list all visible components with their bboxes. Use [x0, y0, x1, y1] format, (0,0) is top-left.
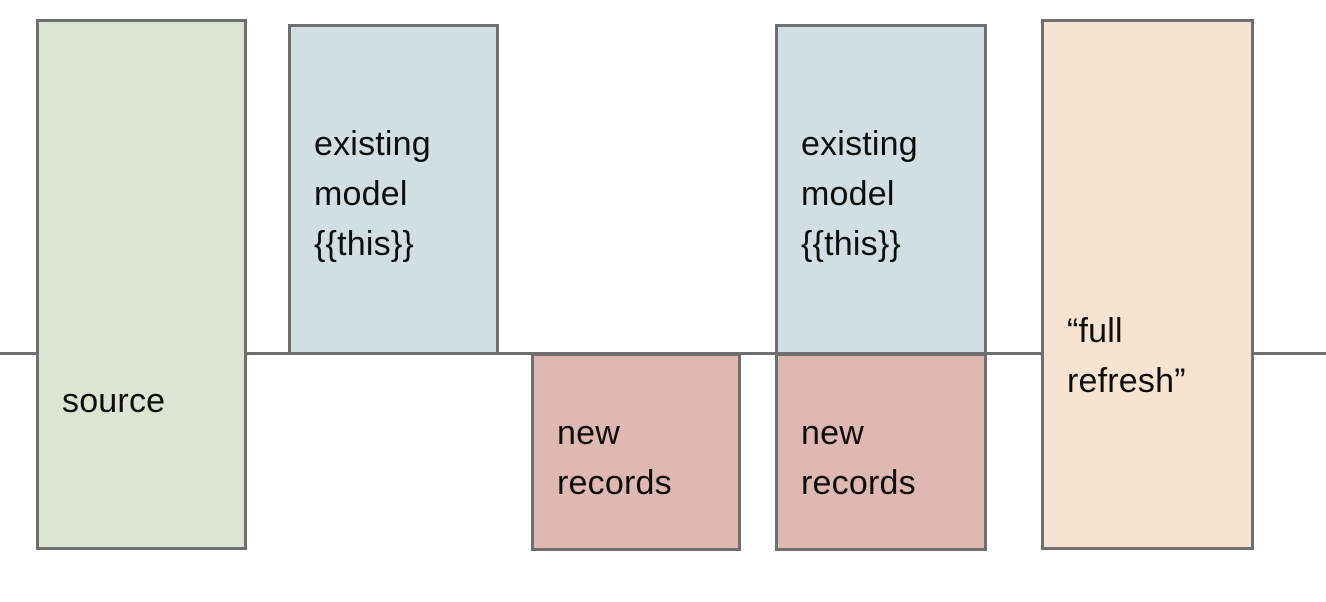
box-existing-model-2-label: existing model {{this}}	[801, 124, 918, 263]
box-new-records-2-label: new records	[801, 414, 916, 502]
box-existing-model-2[interactable]: existing model {{this}}	[775, 24, 987, 355]
box-source-label: source	[62, 381, 166, 420]
box-new-records-1[interactable]: new records	[531, 353, 741, 551]
box-existing-model-1[interactable]: existing model {{this}}	[288, 24, 499, 355]
box-full-refresh[interactable]: “full refresh”	[1041, 19, 1254, 550]
box-full-refresh-label: “full refresh”	[1067, 311, 1186, 400]
box-new-records-1-label: new records	[557, 414, 672, 502]
box-new-records-2[interactable]: new records	[775, 353, 987, 551]
box-existing-model-1-label: existing model {{this}}	[314, 124, 431, 263]
box-source[interactable]: source	[36, 19, 247, 550]
